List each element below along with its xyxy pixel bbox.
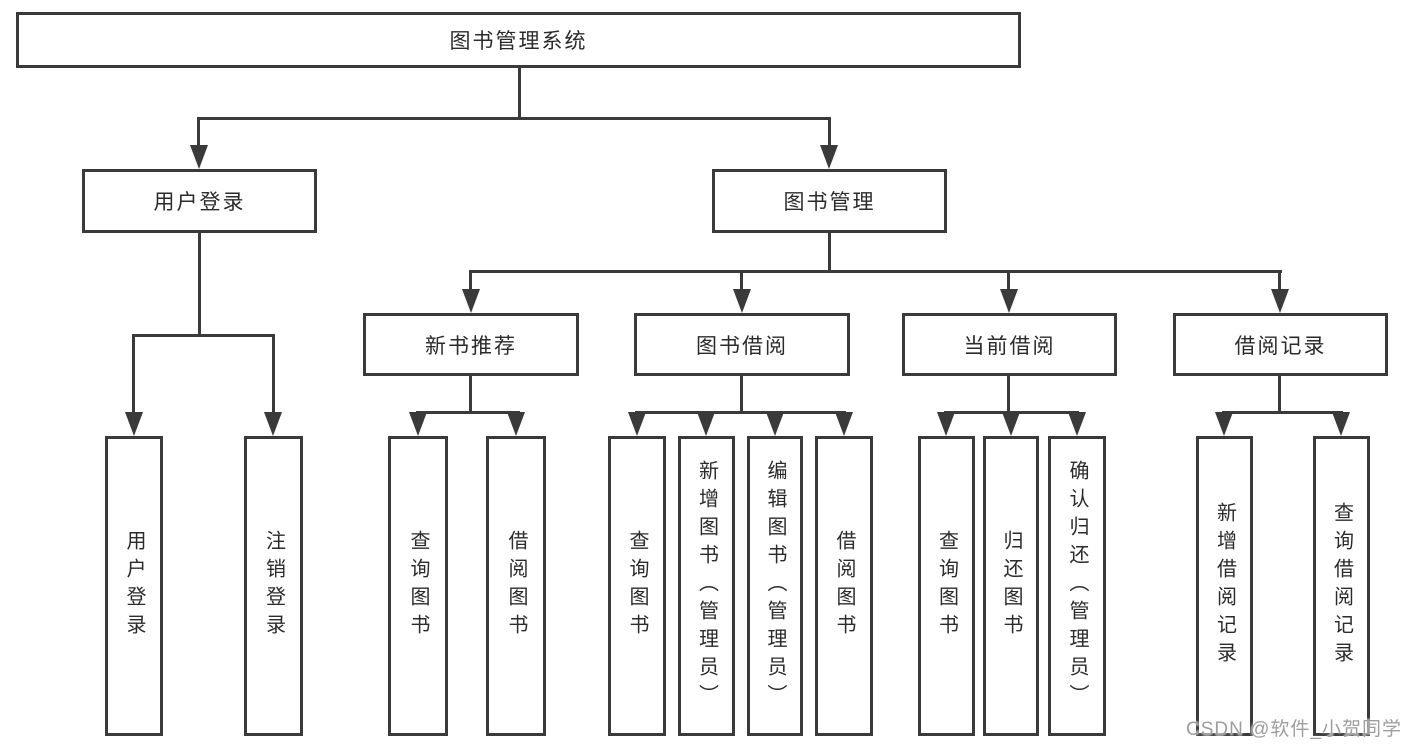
connector-new-book-bar (416, 411, 520, 414)
connector-book-borrowing-stem (740, 376, 743, 414)
arrowhead-borrowing-records (1271, 289, 1289, 313)
arrowhead-leaf-user-login (125, 412, 143, 436)
connector-book-borrowing-bar (635, 411, 846, 414)
leaf-borrow-books-recommend: 借阅图书 (486, 436, 546, 736)
leaf-query-books-borrowing: 查询图书 (608, 436, 666, 736)
connector-borrowing-records-bar (1222, 411, 1343, 414)
leaf-label: 借阅图书 (505, 530, 527, 642)
connector-root-stem (518, 66, 521, 120)
arrowhead-leaf-edit-book-admin (766, 412, 784, 436)
connector-new-book-stem (469, 376, 472, 414)
connector-level3-bar (469, 270, 1282, 273)
leaf-add-book-admin: 新增图书（管理员） (678, 436, 735, 736)
connector-drop-current-borrowing (1007, 270, 1010, 292)
leaf-user-login: 用户登录 (105, 436, 163, 736)
node-label: 用户登录 (153, 191, 246, 214)
arrowhead-leaf-confirm-return-admin (1068, 412, 1086, 436)
node-label: 图书借阅 (696, 334, 788, 358)
node-new-book-recommendation: 新书推荐 (363, 313, 579, 376)
arrowhead-leaf-add-borrow-record (1215, 412, 1233, 436)
arrowhead-leaf-query-books-current (937, 412, 955, 436)
leaf-label: 新增借阅记录 (1213, 502, 1236, 670)
leaf-add-borrow-record: 新增借阅记录 (1196, 436, 1253, 736)
leaf-logout: 注销登录 (244, 436, 303, 736)
leaf-label: 用户登录 (123, 530, 145, 642)
leaf-edit-book-admin: 编辑图书（管理员） (747, 436, 803, 736)
leaf-label: 新增图书（管理员） (695, 460, 718, 712)
node-label: 新书推荐 (425, 334, 517, 358)
arrowhead-leaf-query-borrow-record (1332, 412, 1350, 436)
leaf-label: 查询借阅记录 (1330, 502, 1353, 670)
node-book-management: 图书管理 (712, 169, 947, 233)
arrowhead-leaf-query-books-borrowing (628, 412, 646, 436)
arrowhead-leaf-borrow-books (835, 412, 853, 436)
node-current-borrowing: 当前借阅 (902, 313, 1117, 376)
leaf-confirm-return-admin: 确认归还（管理员） (1048, 436, 1106, 736)
connector-drop-new-book (469, 270, 472, 292)
connector-drop-leaf-user-login (132, 336, 135, 414)
connector-drop-leaf-logout (272, 336, 275, 414)
connector-current-borrowing-stem (1007, 376, 1010, 414)
node-root-library-management-system: 图书管理系统 (16, 12, 1021, 68)
arrowhead-book-borrowing (733, 289, 751, 313)
arrowhead-leaf-return-book (1002, 412, 1020, 436)
connector-drop-book-borrowing (740, 270, 743, 292)
node-label: 图书管理 (783, 191, 876, 214)
node-user-login: 用户登录 (82, 169, 317, 233)
node-borrowing-records: 借阅记录 (1173, 313, 1388, 376)
arrowhead-current-borrowing (1000, 289, 1018, 313)
csdn-watermark: CSDN @软件_小贺同学 (1186, 719, 1402, 740)
node-label: 当前借阅 (963, 334, 1056, 358)
connector-borrowing-records-stem (1278, 376, 1281, 414)
node-book-borrowing: 图书借阅 (634, 313, 850, 376)
leaf-label: 确认归还（管理员） (1066, 460, 1088, 712)
connector-user-login-stem (198, 233, 201, 336)
leaf-label: 归还图书 (1000, 530, 1022, 642)
arrowhead-new-book (462, 289, 480, 313)
leaf-label: 编辑图书（管理员） (764, 460, 786, 712)
leaf-label: 查询图书 (407, 530, 429, 642)
leaf-label: 注销登录 (262, 530, 285, 642)
arrowhead-leaf-query-books-recommend (409, 412, 427, 436)
arrowhead-book-management (820, 145, 838, 169)
leaf-query-borrow-record: 查询借阅记录 (1313, 436, 1370, 736)
connector-user-login-bar (132, 334, 275, 337)
connector-drop-user-login (197, 117, 200, 147)
node-label: 借阅记录 (1234, 334, 1327, 358)
leaf-label: 借阅图书 (833, 530, 855, 642)
leaf-label: 查询图书 (626, 530, 648, 642)
leaf-query-books-recommend: 查询图书 (388, 436, 448, 736)
connector-book-management-stem (828, 233, 831, 273)
leaf-label: 查询图书 (935, 530, 958, 642)
arrowhead-leaf-borrow-books-recommend (507, 412, 525, 436)
arrowhead-leaf-add-book-admin (697, 412, 715, 436)
arrowhead-user-login (190, 145, 208, 169)
connector-level2-bar (197, 117, 831, 120)
arrowhead-leaf-logout (264, 412, 282, 436)
connector-drop-borrowing-records (1278, 270, 1281, 292)
leaf-borrow-books: 借阅图书 (815, 436, 873, 736)
node-label: 图书管理系统 (449, 30, 588, 53)
connector-drop-book-management (828, 117, 831, 147)
leaf-return-book: 归还图书 (983, 436, 1039, 736)
leaf-query-books-current: 查询图书 (918, 436, 975, 736)
